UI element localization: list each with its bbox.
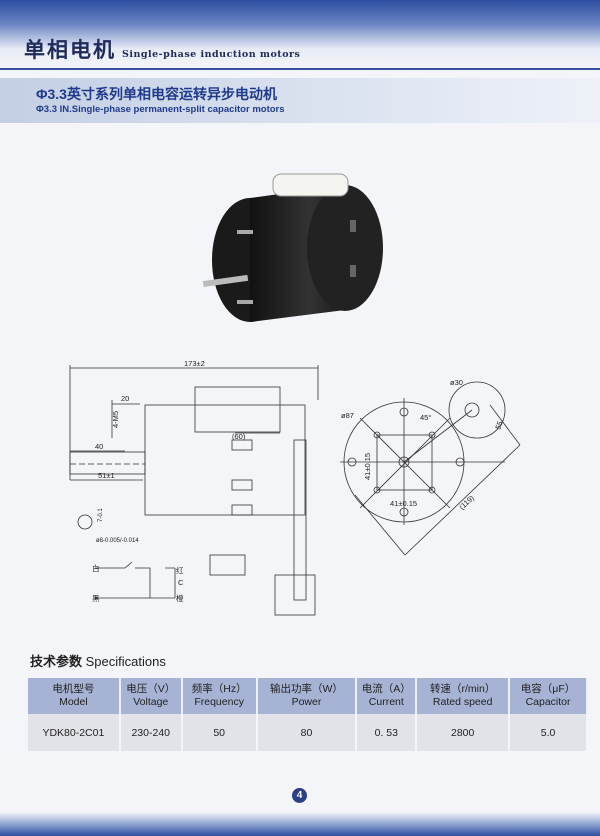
section-band bbox=[0, 78, 600, 123]
header-band bbox=[0, 0, 600, 70]
dim-shaft-dia: ø8-0.005/-0.014 bbox=[96, 538, 139, 544]
specs-title: 技术参数 Specifications bbox=[30, 651, 166, 670]
section-title-cn: Φ3.3英寸系列单相电容运转异步电动机 bbox=[36, 86, 277, 102]
wire-white: 白 bbox=[92, 563, 100, 573]
footer-band bbox=[0, 812, 600, 836]
dim-thread: 4-M5 bbox=[111, 411, 120, 428]
cell-current: 0. 53 bbox=[356, 714, 418, 751]
capacitor bbox=[272, 173, 349, 197]
dim-51: 51±1 bbox=[98, 471, 115, 480]
header-capacitor: 电容（μF）Capacitor bbox=[509, 678, 588, 714]
dim-40: 40 bbox=[95, 442, 103, 451]
cell-capacitor: 5.0 bbox=[509, 714, 588, 751]
specs-title-cn: 技术参数 bbox=[30, 654, 83, 669]
dim-41-horizontal: 41±0.15 bbox=[390, 499, 417, 508]
cell-speed: 2800 bbox=[416, 714, 511, 751]
dim-41-vertical: 41±0.15 bbox=[363, 453, 372, 480]
page-number: 4 bbox=[292, 788, 307, 803]
header-title-cn: 单相电机 bbox=[24, 37, 116, 62]
section-title-en: Φ3.3 IN.Single-phase permanent-split cap… bbox=[36, 104, 285, 115]
cell-voltage: 230-240 bbox=[119, 714, 183, 751]
dim-angle: 45° bbox=[420, 413, 431, 422]
header-speed: 转速（r/min）Rated speed bbox=[416, 678, 511, 714]
dim-60: (60) bbox=[232, 432, 246, 441]
wire-black: 黑 bbox=[92, 594, 100, 603]
header-rule bbox=[0, 68, 600, 70]
wire-orange: 橙 bbox=[176, 593, 184, 603]
dim-overall-length: 173±2 bbox=[184, 359, 205, 368]
specs-title-en: Specifications bbox=[85, 654, 166, 669]
header-frequency: 频率（Hz）Frequency bbox=[181, 678, 258, 714]
page-header: 单相电机 Single-phase induction motors bbox=[24, 34, 300, 64]
dim-7: 7-0.1 bbox=[98, 508, 104, 522]
cell-frequency: 50 bbox=[181, 714, 258, 751]
table-row: YDK80-2C01 230-240 50 80 0. 53 2800 5.0 bbox=[28, 714, 588, 751]
header-voltage: 电压（V）Voltage bbox=[119, 678, 183, 714]
motor-shaft bbox=[202, 274, 249, 288]
dim-119: (119) bbox=[457, 493, 476, 511]
header-power: 输出功率（W）Power bbox=[256, 678, 358, 714]
dim-dia-87: ø87 bbox=[341, 411, 354, 420]
cell-power: 80 bbox=[256, 714, 358, 751]
dim-55: 55 bbox=[493, 420, 504, 431]
header-title-en: Single-phase induction motors bbox=[122, 49, 301, 60]
dim-20: 20 bbox=[121, 394, 129, 403]
wire-red: 红 bbox=[176, 565, 184, 575]
motor-photo bbox=[202, 173, 383, 322]
capacitor-label: C bbox=[178, 578, 184, 587]
dim-dia-30: ø30 bbox=[450, 378, 463, 387]
cell-model: YDK80-2C01 bbox=[28, 714, 121, 751]
header-current: 电流（A）Current bbox=[356, 678, 418, 714]
